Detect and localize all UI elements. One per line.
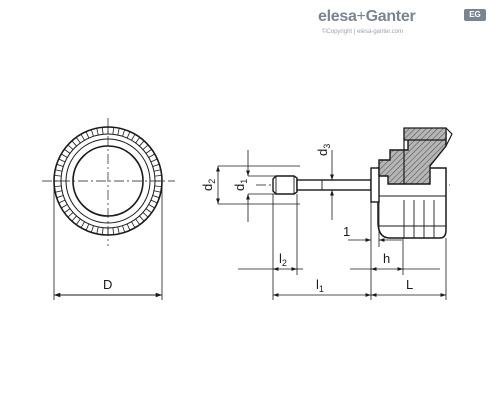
knurl-tick [85,131,90,139]
knurl-tick [71,140,77,147]
knurl-tick [122,129,126,137]
knurl-tick [126,223,131,231]
knurl-tick [145,208,152,214]
knurl-tick [142,144,149,150]
knurl-tick [90,129,94,137]
knurl-tick [56,163,64,167]
knurl-tick [71,215,77,222]
knurl-tick [148,153,155,158]
knurl-tick [153,169,161,172]
side-view [256,127,453,239]
knurl-tick [122,225,126,233]
knurl-tick [153,190,161,193]
knurl-tick [135,137,141,144]
knurl-tick [131,221,136,228]
label-d2: d2 [200,179,217,191]
knurl-tick [139,215,145,222]
knurl-tick [117,128,120,136]
d1-dimension [246,150,276,222]
knurl-tick [148,204,155,209]
label-h: h [383,251,390,266]
knurl-tick [75,218,81,225]
knob-collar [370,167,380,203]
knurl-tick [61,204,68,209]
knurl-tick [54,185,62,188]
brand-plus: + [356,8,366,25]
knurl-tick [150,199,158,204]
label-L: L [406,277,413,292]
knurl-tick [152,195,160,199]
knurl-tick [64,148,71,154]
knurl-tick [75,137,81,144]
knurl-tick [64,208,71,214]
knurl-ring [54,127,162,235]
knurl-tick [154,185,162,188]
label-d3: d3 [315,144,332,156]
knurl-tick [85,223,90,231]
knurl-tick [131,134,136,141]
knurl-tick [112,227,115,235]
brand-name-elesa: elesa [318,8,357,25]
label-l1: l1 [316,277,324,294]
knurl-tick [55,169,63,172]
d2-dimension [216,165,300,205]
knurl-tick [67,144,74,150]
brand-badge-icon: EG [464,9,486,21]
knurl-tick [58,158,66,163]
knurl-tick [96,128,99,136]
d3-dimension [297,150,334,220]
knurl-tick [61,153,68,158]
knurl-tick [112,127,115,135]
knurl-tick [101,127,104,135]
knurl-tick [145,148,152,154]
knurl-tick [67,212,74,218]
knurl-tick [126,131,131,139]
brand-logo: elesa+Ganter [318,8,416,26]
knurl-tick [58,199,66,204]
knurl-tick [80,134,85,141]
label-gap: 1 [343,224,350,239]
label-d1: d1 [232,179,249,191]
knob-cap-hatch [403,127,447,141]
pin-shaft [296,179,372,191]
knurl-tick [152,163,160,167]
knurl-tick [154,174,162,177]
label-D: D [103,277,112,292]
knurl-tick [135,218,141,225]
knurl-tick [117,226,120,234]
knurl-tick [139,140,145,147]
knurl-tick [150,158,158,163]
brand-name-ganter: Ganter [365,8,416,25]
knurl-tick [90,225,94,233]
copyright-text: ©Copyright | elesa-ganter.com [322,29,404,35]
front-view [42,118,175,300]
knurl-tick [101,227,104,235]
knurl-tick [55,190,63,193]
label-l2: l2 [279,251,287,268]
knurl-tick [56,195,64,199]
knurl-tick [80,221,85,228]
knurl-tick [142,212,149,218]
knurl-tick [54,174,62,177]
knurl-tick [96,226,99,234]
pin-tip [272,175,298,195]
